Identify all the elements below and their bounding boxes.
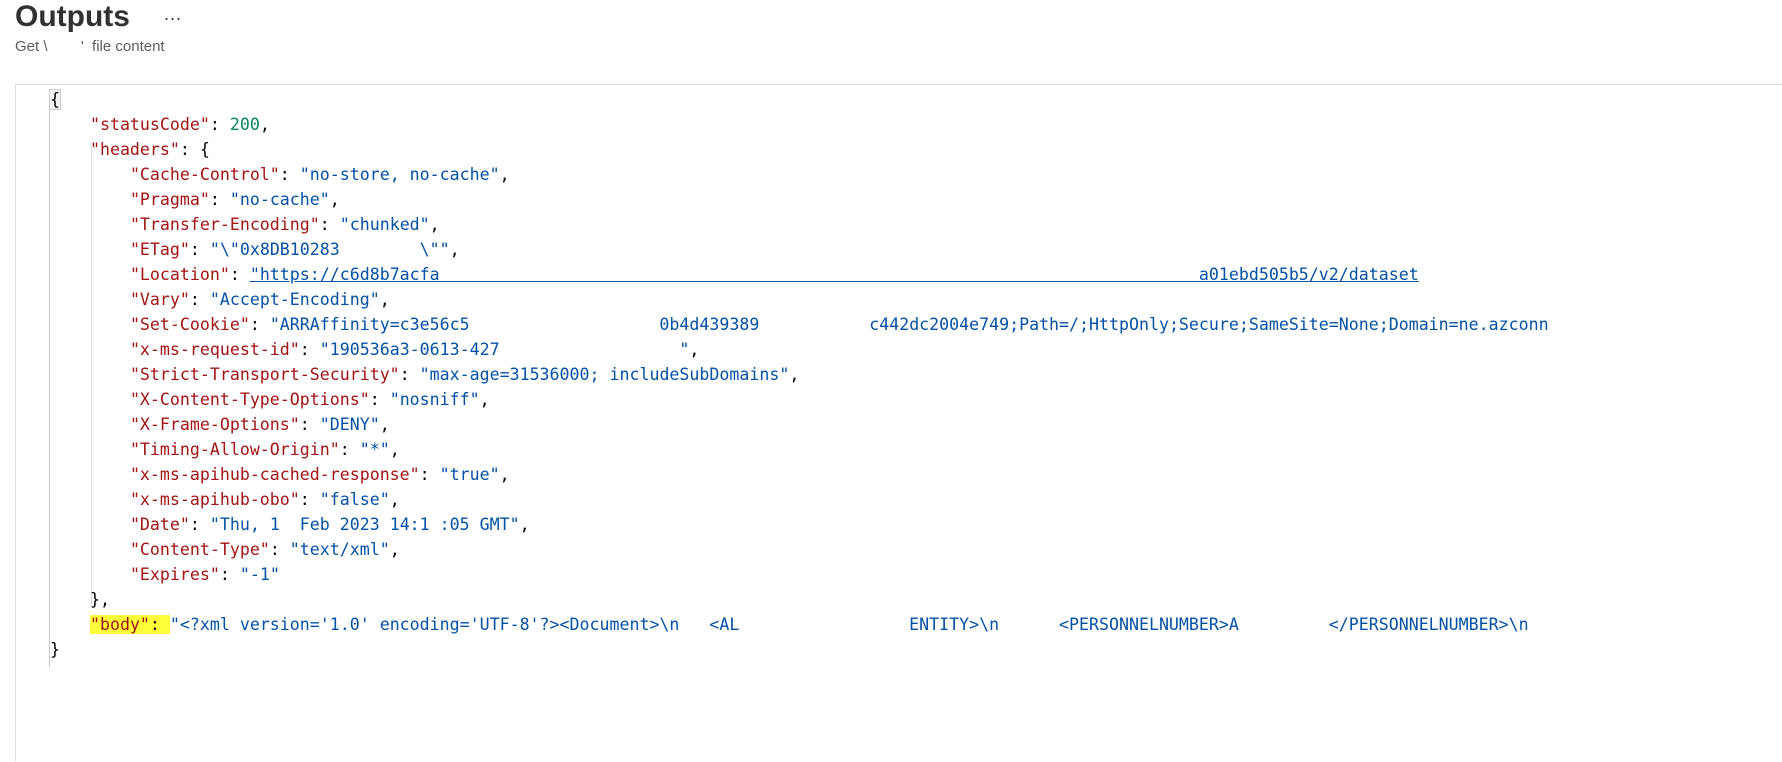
json-value: "190536a3-0613-427 " <box>319 340 690 359</box>
json-value: "max-age=31536000; includeSubDomains" <box>419 365 790 384</box>
indent-guide <box>91 147 92 607</box>
more-options-button[interactable]: ... <box>164 4 183 24</box>
header-entry: "x-ms-request-id": "190536a3-0613-427 ", <box>129 340 700 359</box>
json-code: { "statusCode": 200, "headers": { "Cache… <box>49 89 1549 659</box>
header-entry: "Date": "Thu, 1 Feb 2023 14:1 :05 GMT", <box>129 515 530 534</box>
header-entry: "Pragma": "no-cache", <box>129 190 340 209</box>
indent-guide <box>49 97 50 667</box>
header-entry: "Content-Type": "text/xml", <box>129 540 400 559</box>
json-key-body-highlighted: "body" <box>89 615 150 634</box>
json-key: "headers" <box>89 140 180 159</box>
header-entry: "X-Content-Type-Options": "nosniff", <box>129 390 490 409</box>
location-link[interactable]: "https://c6d8b7acfa a01ebd505b5/v2/datas… <box>249 265 1419 284</box>
json-key: "Location" <box>129 265 230 284</box>
json-key: "Pragma" <box>129 190 210 209</box>
json-key: "x-ms-apihub-obo" <box>129 490 300 509</box>
header-entry: "Timing-Allow-Origin": "*", <box>129 440 400 459</box>
json-output-viewer[interactable]: { "statusCode": 200, "headers": { "Cache… <box>15 84 1782 761</box>
open-brace: { <box>49 89 61 110</box>
json-key: "x-ms-request-id" <box>129 340 300 359</box>
json-key: "Date" <box>129 515 190 534</box>
json-value: "DENY" <box>319 415 380 434</box>
header-entry: "Cache-Control": "no-store, no-cache", <box>129 165 510 184</box>
json-value: "<?xml version='1.0' encoding='UTF-8'?><… <box>169 615 1529 634</box>
json-key: "X-Frame-Options" <box>129 415 300 434</box>
json-key: "X-Content-Type-Options" <box>129 390 370 409</box>
header-entry: "Set-Cookie": "ARRAffinity=c3e56c5 0b4d4… <box>129 315 1549 334</box>
header-entry: "x-ms-apihub-cached-response": "true", <box>129 465 510 484</box>
json-key: "Transfer-Encoding" <box>129 215 320 234</box>
json-key: "x-ms-apihub-cached-response" <box>129 465 420 484</box>
action-subtitle: Get \ ' file content <box>15 38 165 55</box>
close-brace: } <box>50 640 60 659</box>
json-key: "Timing-Allow-Origin" <box>129 440 340 459</box>
header-entry: "Strict-Transport-Security": "max-age=31… <box>129 365 800 384</box>
json-value: "text/xml" <box>289 540 390 559</box>
json-value: "*" <box>359 440 390 459</box>
json-key: "statusCode" <box>89 115 210 134</box>
header-entry: "Expires": "-1" <box>129 565 280 584</box>
json-value: "no-store, no-cache" <box>299 165 500 184</box>
json-key: "Strict-Transport-Security" <box>129 365 400 384</box>
header-entry: "Location": "https://c6d8b7acfa a01ebd50… <box>129 265 1419 284</box>
json-key: "Set-Cookie" <box>129 315 250 334</box>
json-key: "ETag" <box>129 240 190 259</box>
json-value: "ARRAffinity=c3e56c5 0b4d439389 c442dc20… <box>269 315 1549 334</box>
json-key: "Vary" <box>129 290 190 309</box>
json-value: "nosniff" <box>389 390 480 409</box>
header-entry: "Transfer-Encoding": "chunked", <box>129 215 440 234</box>
json-value: "true" <box>439 465 500 484</box>
json-value: "false" <box>319 490 390 509</box>
header-entry: "Vary": "Accept-Encoding", <box>129 290 390 309</box>
json-value: "chunked" <box>339 215 430 234</box>
json-value: "\"0x8DB10283 \"" <box>209 240 450 259</box>
header-entry: "x-ms-apihub-obo": "false", <box>129 490 400 509</box>
json-value: "-1" <box>239 565 280 584</box>
json-key: "Content-Type" <box>129 540 270 559</box>
json-key: "Expires" <box>129 565 220 584</box>
header-entry: "ETag": "\"0x8DB10283 \"", <box>129 240 460 259</box>
json-value: "no-cache" <box>229 190 330 209</box>
json-value: "Thu, 1 Feb 2023 14:1 :05 GMT" <box>209 515 520 534</box>
json-key: "Cache-Control" <box>129 165 280 184</box>
page-title: Outputs <box>15 0 130 33</box>
json-value: "Accept-Encoding" <box>209 290 380 309</box>
header-entry: "X-Frame-Options": "DENY", <box>129 415 390 434</box>
json-value: 200 <box>229 115 260 134</box>
